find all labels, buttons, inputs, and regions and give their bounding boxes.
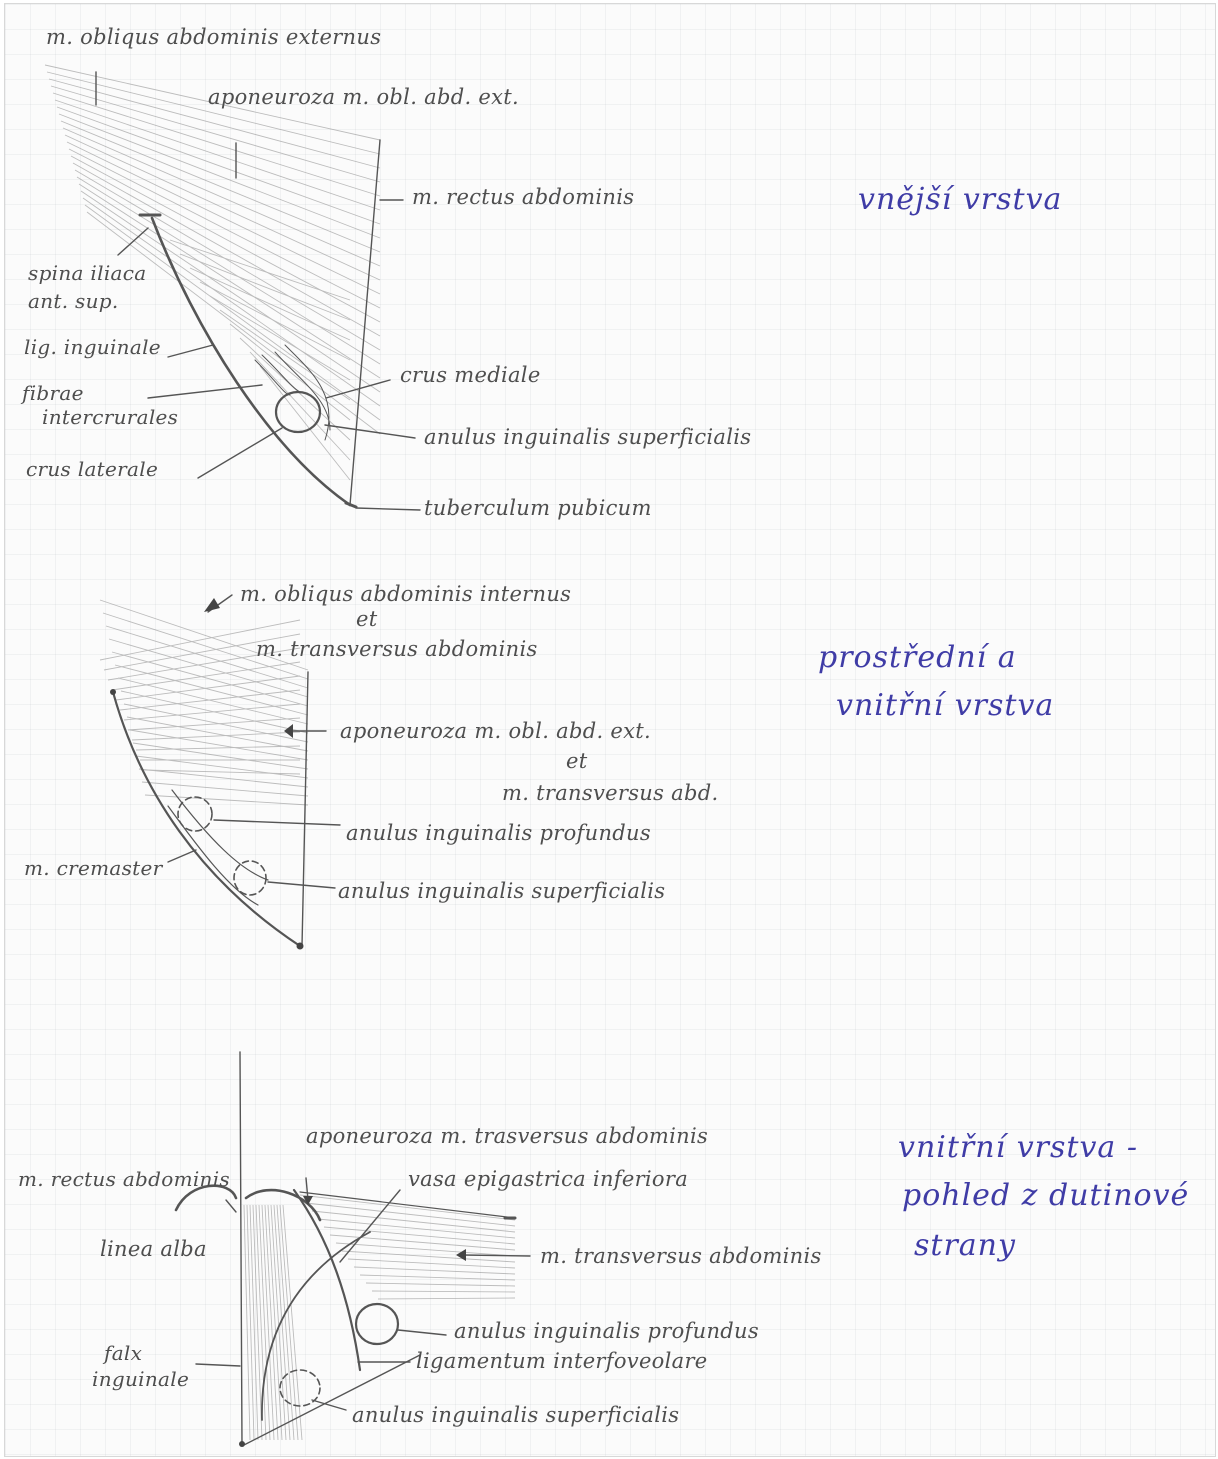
title-middle-layer-line1: prostřední a — [818, 640, 1017, 676]
label-inguinale: inguinale — [92, 1368, 189, 1390]
label-transversus-abdominis-3: m. transversus abdominis — [540, 1245, 822, 1267]
label-anulus-profundus-3: anulus inguinalis profundus — [454, 1320, 759, 1342]
label-spina-ant-sup: ant. sup. — [28, 290, 119, 312]
label-aponeuroza-transversus: aponeuroza m. trasversus abdominis — [306, 1125, 708, 1147]
label-obliquus-externus: m. obliqus abdominis externus — [46, 26, 381, 48]
label-rectus-abdominis-3: m. rectus abdominis — [18, 1168, 230, 1190]
label-lig-inguinale: lig. inguinale — [24, 336, 161, 358]
title-inner-layer-line1: vnitřní vrstva - — [898, 1130, 1138, 1166]
rectus-border-line — [350, 140, 380, 505]
label-aponeuroza: aponeuroza m. obl. abd. ext. — [208, 86, 519, 108]
label-anulus-superficialis-3: anulus inguinalis superficialis — [352, 1404, 679, 1426]
label-vasa-epigastrica: vasa epigastrica inferiora — [408, 1168, 688, 1190]
label-falx: falx — [104, 1342, 142, 1364]
label-obliquus-internus: m. obliqus abdominis internus — [240, 583, 571, 605]
label-anulus-superficialis-2: anulus inguinalis superficialis — [338, 880, 665, 902]
label-anulus-superficialis-1: anulus inguinalis superficialis — [424, 426, 751, 448]
label-rectus-abdominis: m. rectus abdominis — [412, 186, 634, 208]
anulus-superficialis-dashed — [234, 861, 266, 895]
title-inner-layer-line2: pohled z dutinové — [902, 1178, 1189, 1214]
label-tuberculum-pubicum: tuberculum pubicum — [424, 497, 652, 519]
label-fibrae: fibrae — [22, 382, 84, 404]
label-transversus-abd: m. transversus abd. — [502, 782, 718, 804]
hatching-middle-layer — [100, 600, 308, 805]
label-aponeuroza-2: aponeuroza m. obl. abd. ext. — [340, 720, 651, 742]
title-middle-layer-line2: vnitřní vrstva — [836, 688, 1054, 724]
inguinal-curve-2 — [113, 692, 300, 946]
title-inner-layer-line3: strany — [914, 1228, 1016, 1264]
midline-vertical — [240, 1052, 242, 1446]
label-spina-iliaca: spina iliaca — [28, 262, 146, 284]
title-outer-layer: vnější vrstva — [858, 182, 1062, 218]
label-et-2: et — [566, 750, 587, 772]
anulus-profundus-ring-3 — [356, 1304, 398, 1344]
spermatic-cord — [168, 790, 268, 905]
lower-border — [242, 1355, 420, 1446]
ligamentum-inguinale-curve — [152, 218, 350, 505]
anulus-profundus-dashed — [178, 797, 212, 831]
anulus-superficialis-ring — [276, 392, 320, 432]
label-crus-laterale: crus laterale — [26, 458, 158, 480]
rectus-border-line-2 — [302, 672, 308, 946]
label-cremaster: m. cremaster — [24, 857, 162, 879]
label-transversus-abdominis: m. transversus abdominis — [256, 638, 538, 660]
label-linea-alba: linea alba — [100, 1238, 207, 1260]
label-anulus-profundus-2: anulus inguinalis profundus — [346, 822, 651, 844]
vasa-epigastrica-curve — [294, 1190, 360, 1370]
label-crus-mediale: crus mediale — [400, 364, 541, 386]
label-et-1: et — [356, 608, 377, 630]
label-lig-interfoveolare: ligamentum interfoveolare — [416, 1350, 708, 1372]
label-intercrurales: intercrurales — [42, 406, 178, 428]
